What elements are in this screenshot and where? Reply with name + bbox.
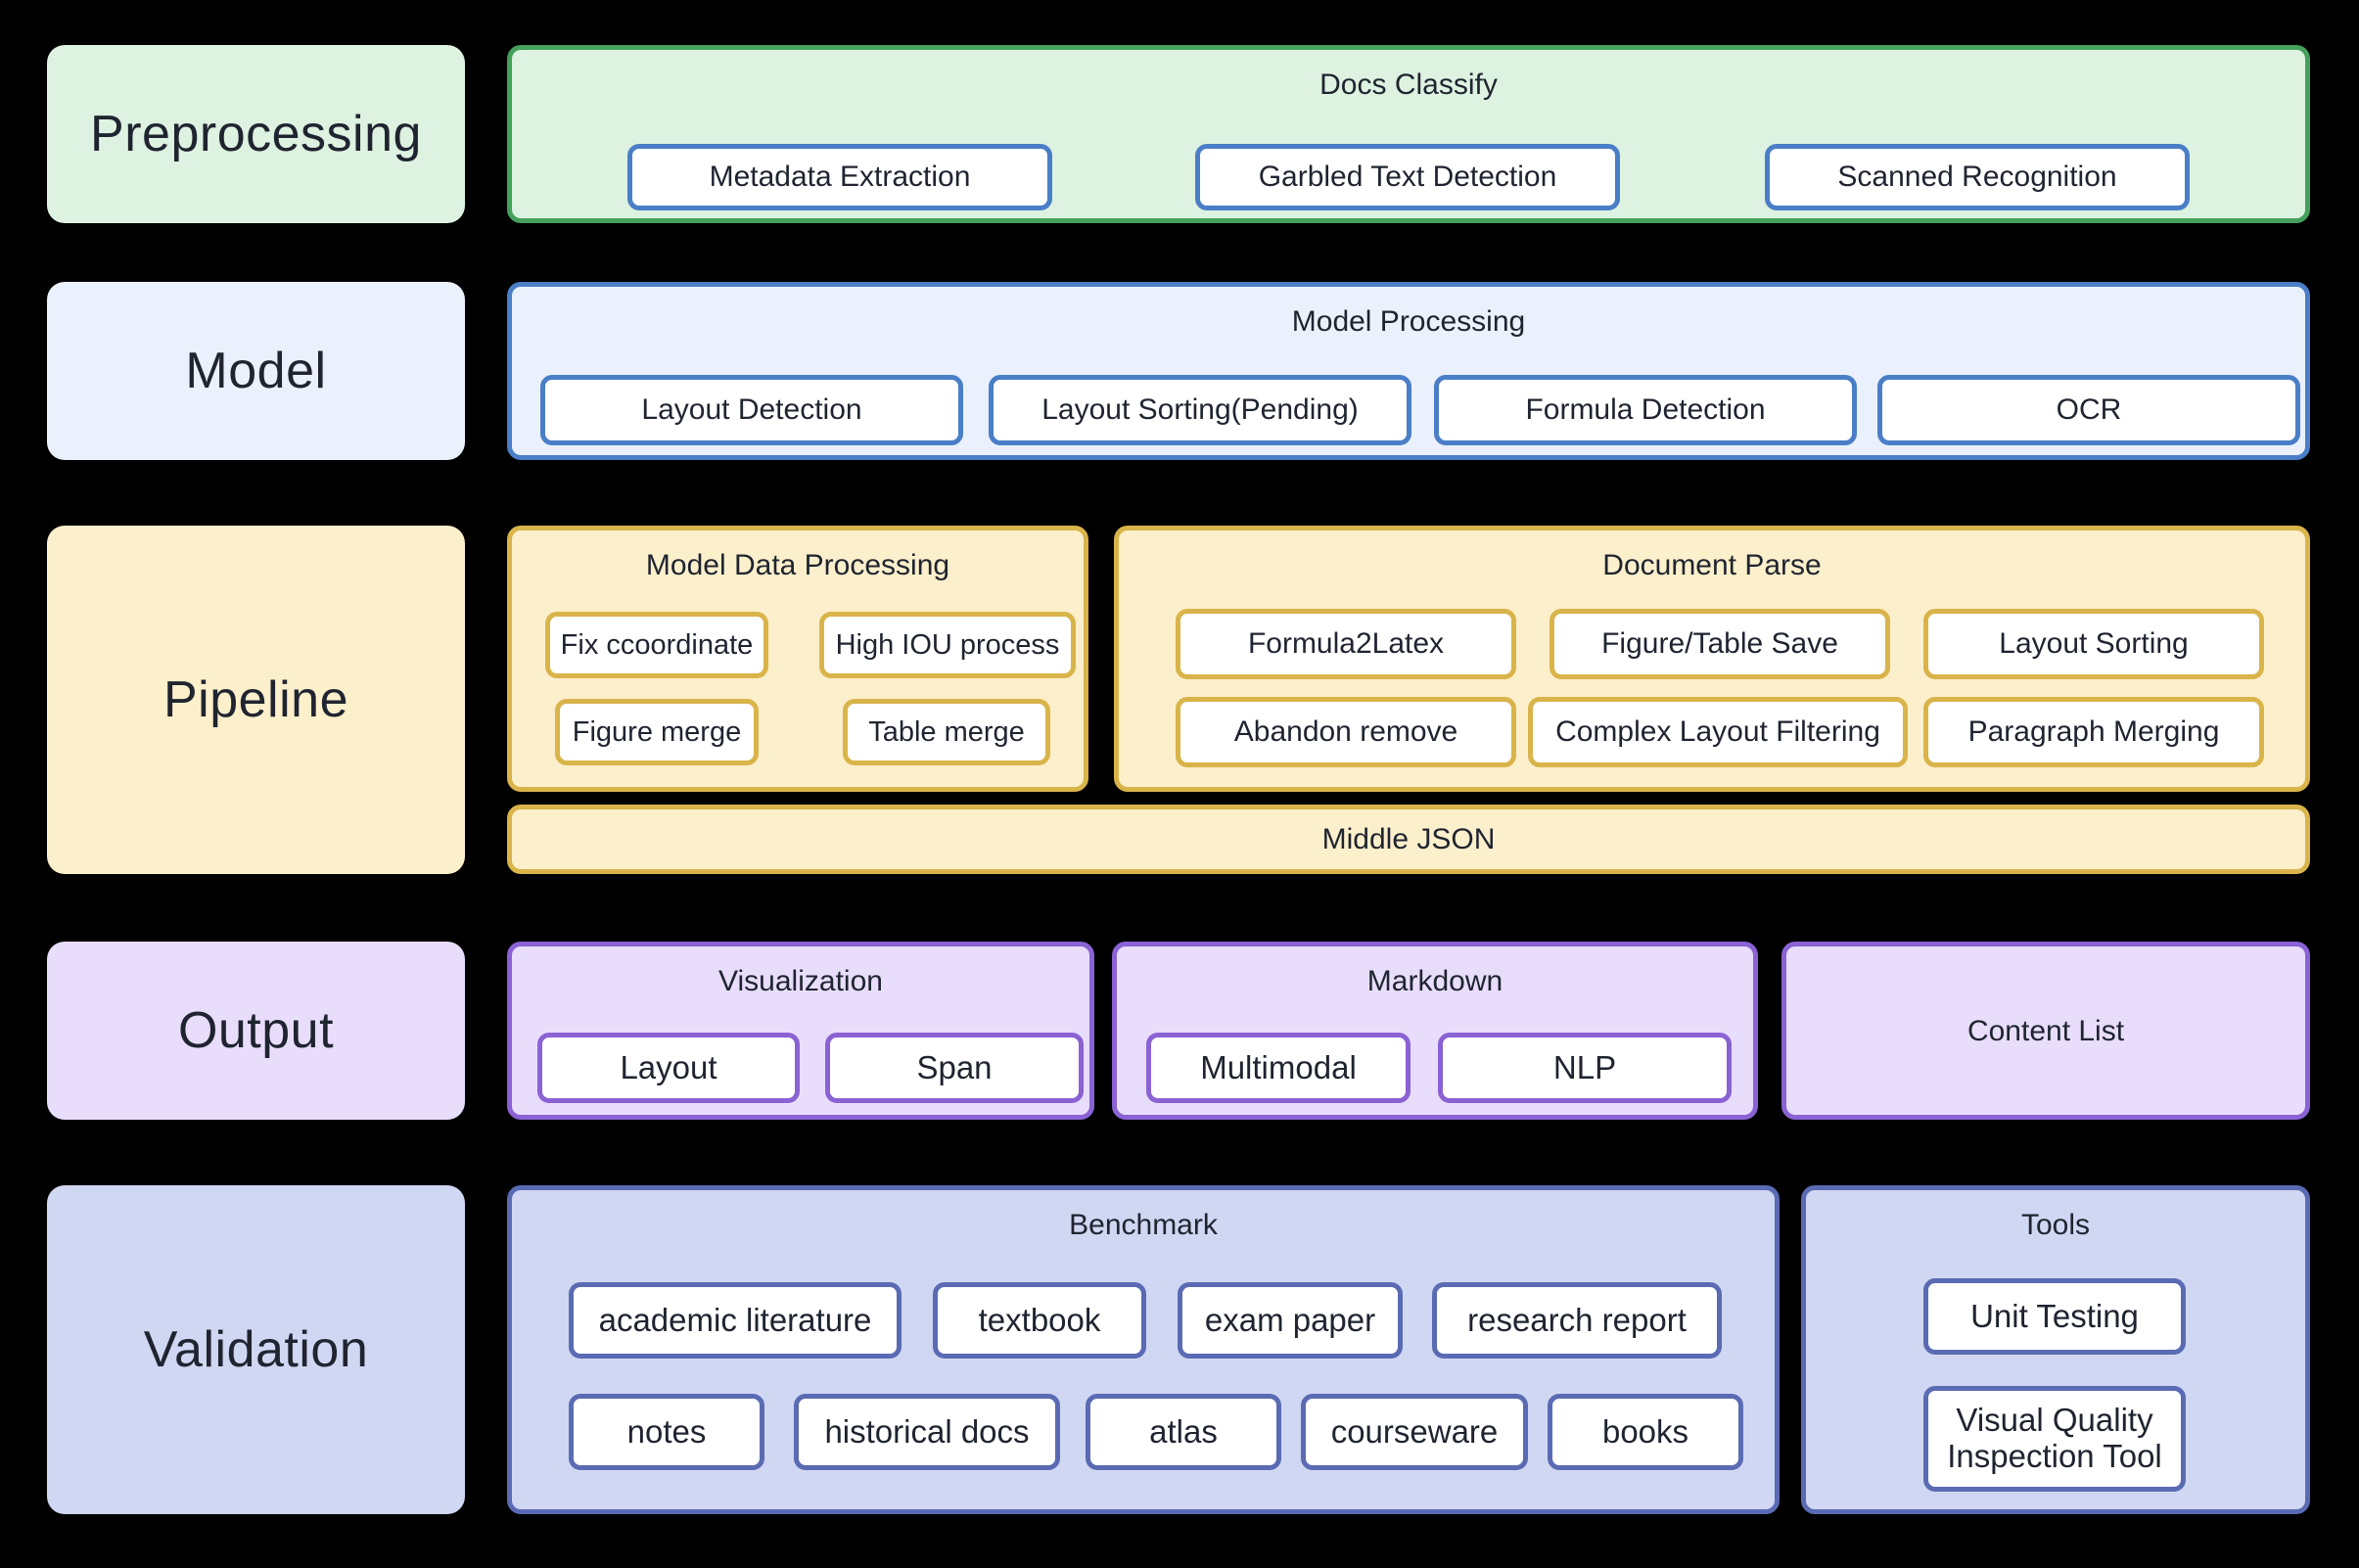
chip-abandon-remove[interactable]: Abandon remove — [1176, 697, 1516, 767]
group-title-content-list: Content List — [1966, 1015, 2125, 1047]
chip-research-report[interactable]: research report — [1432, 1282, 1722, 1359]
chip-atlas[interactable]: atlas — [1086, 1394, 1281, 1470]
group-visualization: Visualization Layout Span — [507, 942, 1094, 1120]
group-document-parse: Document Parse Formula2Latex Figure/Tabl… — [1114, 526, 2310, 792]
group-title-tools: Tools — [2020, 1209, 2091, 1241]
chip-fix-ccoordinate[interactable]: Fix ccoordinate — [545, 612, 768, 678]
chip-exam-paper[interactable]: exam paper — [1178, 1282, 1403, 1359]
chip-nlp[interactable]: NLP — [1438, 1033, 1732, 1103]
chip-formula-detection[interactable]: Formula Detection — [1434, 375, 1857, 445]
chip-paragraph-merging[interactable]: Paragraph Merging — [1923, 697, 2264, 767]
chip-historical-docs[interactable]: historical docs — [794, 1394, 1060, 1470]
group-title-model-processing: Model Processing — [1291, 305, 1526, 338]
chip-textbook[interactable]: textbook — [933, 1282, 1146, 1359]
chip-formula2latex[interactable]: Formula2Latex — [1176, 609, 1516, 679]
group-middle-json: Middle JSON — [507, 805, 2310, 874]
stage-label-model: Model — [47, 282, 465, 460]
chip-figure-table-save[interactable]: Figure/Table Save — [1550, 609, 1890, 679]
stage-label-text: Validation — [143, 1321, 369, 1378]
chip-layout-detection[interactable]: Layout Detection — [540, 375, 963, 445]
group-model-data-processing: Model Data Processing Fix ccoordinate Hi… — [507, 526, 1088, 792]
group-title-document-parse: Document Parse — [1602, 549, 1822, 581]
chip-layout[interactable]: Layout — [537, 1033, 800, 1103]
chip-layout-sorting[interactable]: Layout Sorting — [1923, 609, 2264, 679]
stage-label-validation: Validation — [47, 1185, 465, 1514]
chip-courseware[interactable]: courseware — [1301, 1394, 1528, 1470]
chip-complex-layout-filtering[interactable]: Complex Layout Filtering — [1528, 697, 1908, 767]
stage-label-pipeline: Pipeline — [47, 526, 465, 874]
chip-garbled-text-detection[interactable]: Garbled Text Detection — [1195, 144, 1620, 210]
chip-multimodal[interactable]: Multimodal — [1146, 1033, 1411, 1103]
group-title-markdown: Markdown — [1366, 965, 1503, 997]
group-title-model-data-processing: Model Data Processing — [645, 549, 950, 581]
group-content-list: Content List — [1781, 942, 2310, 1120]
group-benchmark: Benchmark academic literature textbook e… — [507, 1185, 1780, 1514]
group-markdown: Markdown Multimodal NLP — [1112, 942, 1758, 1120]
chip-ocr[interactable]: OCR — [1877, 375, 2300, 445]
group-title-visualization: Visualization — [718, 965, 883, 997]
stage-label-output: Output — [47, 942, 465, 1120]
chip-metadata-extraction[interactable]: Metadata Extraction — [627, 144, 1052, 210]
chip-books[interactable]: books — [1548, 1394, 1743, 1470]
group-title-docs-classify: Docs Classify — [1319, 69, 1498, 101]
group-title-benchmark: Benchmark — [1069, 1209, 1218, 1241]
chip-high-iou-process[interactable]: High IOU process — [819, 612, 1076, 678]
group-model-processing: Model Processing Layout Detection Layout… — [507, 282, 2310, 460]
stage-label-text: Pipeline — [162, 671, 349, 728]
chip-notes[interactable]: notes — [569, 1394, 764, 1470]
group-tools: Tools Unit Testing Visual Quality Inspec… — [1801, 1185, 2310, 1514]
chip-unit-testing[interactable]: Unit Testing — [1923, 1278, 2186, 1355]
chip-span[interactable]: Span — [825, 1033, 1084, 1103]
chip-academic-literature[interactable]: academic literature — [569, 1282, 902, 1359]
group-docs-classify: Docs Classify Metadata Extraction Garble… — [507, 45, 2310, 223]
group-title-middle-json: Middle JSON — [1321, 822, 1496, 855]
chip-scanned-recognition[interactable]: Scanned Recognition — [1765, 144, 2190, 210]
stage-label-preprocessing: Preprocessing — [47, 45, 465, 223]
chip-visual-quality-inspection-tool[interactable]: Visual Quality Inspection Tool — [1923, 1386, 2186, 1492]
stage-label-text: Output — [177, 1002, 335, 1059]
stage-label-text: Model — [185, 343, 327, 399]
chip-layout-sorting-pending[interactable]: Layout Sorting(Pending) — [989, 375, 1411, 445]
stage-label-text: Preprocessing — [90, 106, 422, 162]
chip-figure-merge[interactable]: Figure merge — [555, 699, 759, 765]
chip-table-merge[interactable]: Table merge — [843, 699, 1050, 765]
